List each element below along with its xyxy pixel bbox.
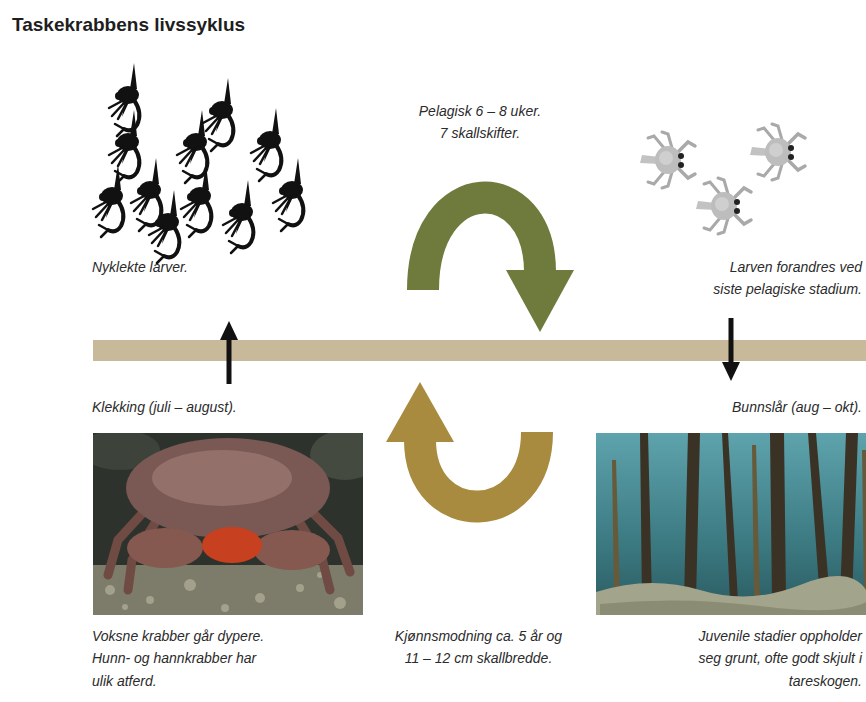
- rocky-bottom-shade: [600, 600, 866, 615]
- benthic-arrowhead: [386, 382, 454, 442]
- diagram-title: Taskekrabbens livssyklus: [12, 14, 245, 37]
- hatching-arrowhead: [220, 321, 238, 340]
- zoea-larva: [93, 164, 123, 237]
- zoea-larva: [109, 110, 139, 183]
- hatching-arrow-shaft: [227, 338, 232, 384]
- stage-duration-note: Pelagisk 6 – 8 uker. 7 skallskifter.: [416, 100, 544, 145]
- carapace-highlight: [152, 450, 292, 506]
- zoea-larva: [251, 108, 281, 181]
- zoea-larva: [223, 180, 253, 253]
- zoea-larva: [203, 78, 233, 151]
- water: [596, 433, 866, 615]
- rocky-bottom: [596, 576, 866, 615]
- zoea-larva: [177, 110, 207, 183]
- kelp-stipes: [640, 433, 858, 600]
- zoea-larva: [181, 164, 211, 237]
- stage-caption: Voksne krabber går dypere. Hunn- og hann…: [92, 625, 272, 692]
- megalopa-larva: [640, 132, 695, 188]
- settling-arrowhead: [722, 362, 740, 381]
- crab-claw: [127, 528, 203, 568]
- kelp-stipes-light: [612, 445, 866, 600]
- stage-label: Nyklekte larver.: [92, 256, 188, 278]
- event-label: Klekking (juli – august).: [92, 396, 237, 418]
- megalopa-larva: [696, 178, 751, 234]
- settling-arrow-shaft: [729, 318, 734, 364]
- crab-claw: [254, 530, 330, 570]
- adult-crab-photo: [93, 433, 363, 615]
- stage-caption: Kjønnsmodning ca. 5 år og 11 – 12 cm ska…: [391, 625, 566, 670]
- stage-label: Larven forandres ved siste pelagiske sta…: [707, 256, 862, 301]
- pelagic-arrowhead: [506, 270, 574, 332]
- megalopa-larva: [750, 124, 805, 180]
- stage-caption: Juvenile stadier oppholder seg grunt, of…: [687, 625, 862, 692]
- zoea-larva: [149, 190, 179, 263]
- crab-carapace: [126, 438, 330, 538]
- gravel-stones: [105, 572, 346, 612]
- zoea-larva: [273, 158, 303, 231]
- benthic-cycle-arrow: [420, 432, 537, 507]
- megalopa-larvae: [640, 124, 805, 234]
- kelp-forest-photo: [596, 433, 866, 615]
- event-label: Bunnslår (aug – okt).: [732, 396, 862, 418]
- egg-mass: [202, 527, 262, 563]
- zoea-larvae: [93, 63, 303, 263]
- surface-band: [93, 340, 866, 361]
